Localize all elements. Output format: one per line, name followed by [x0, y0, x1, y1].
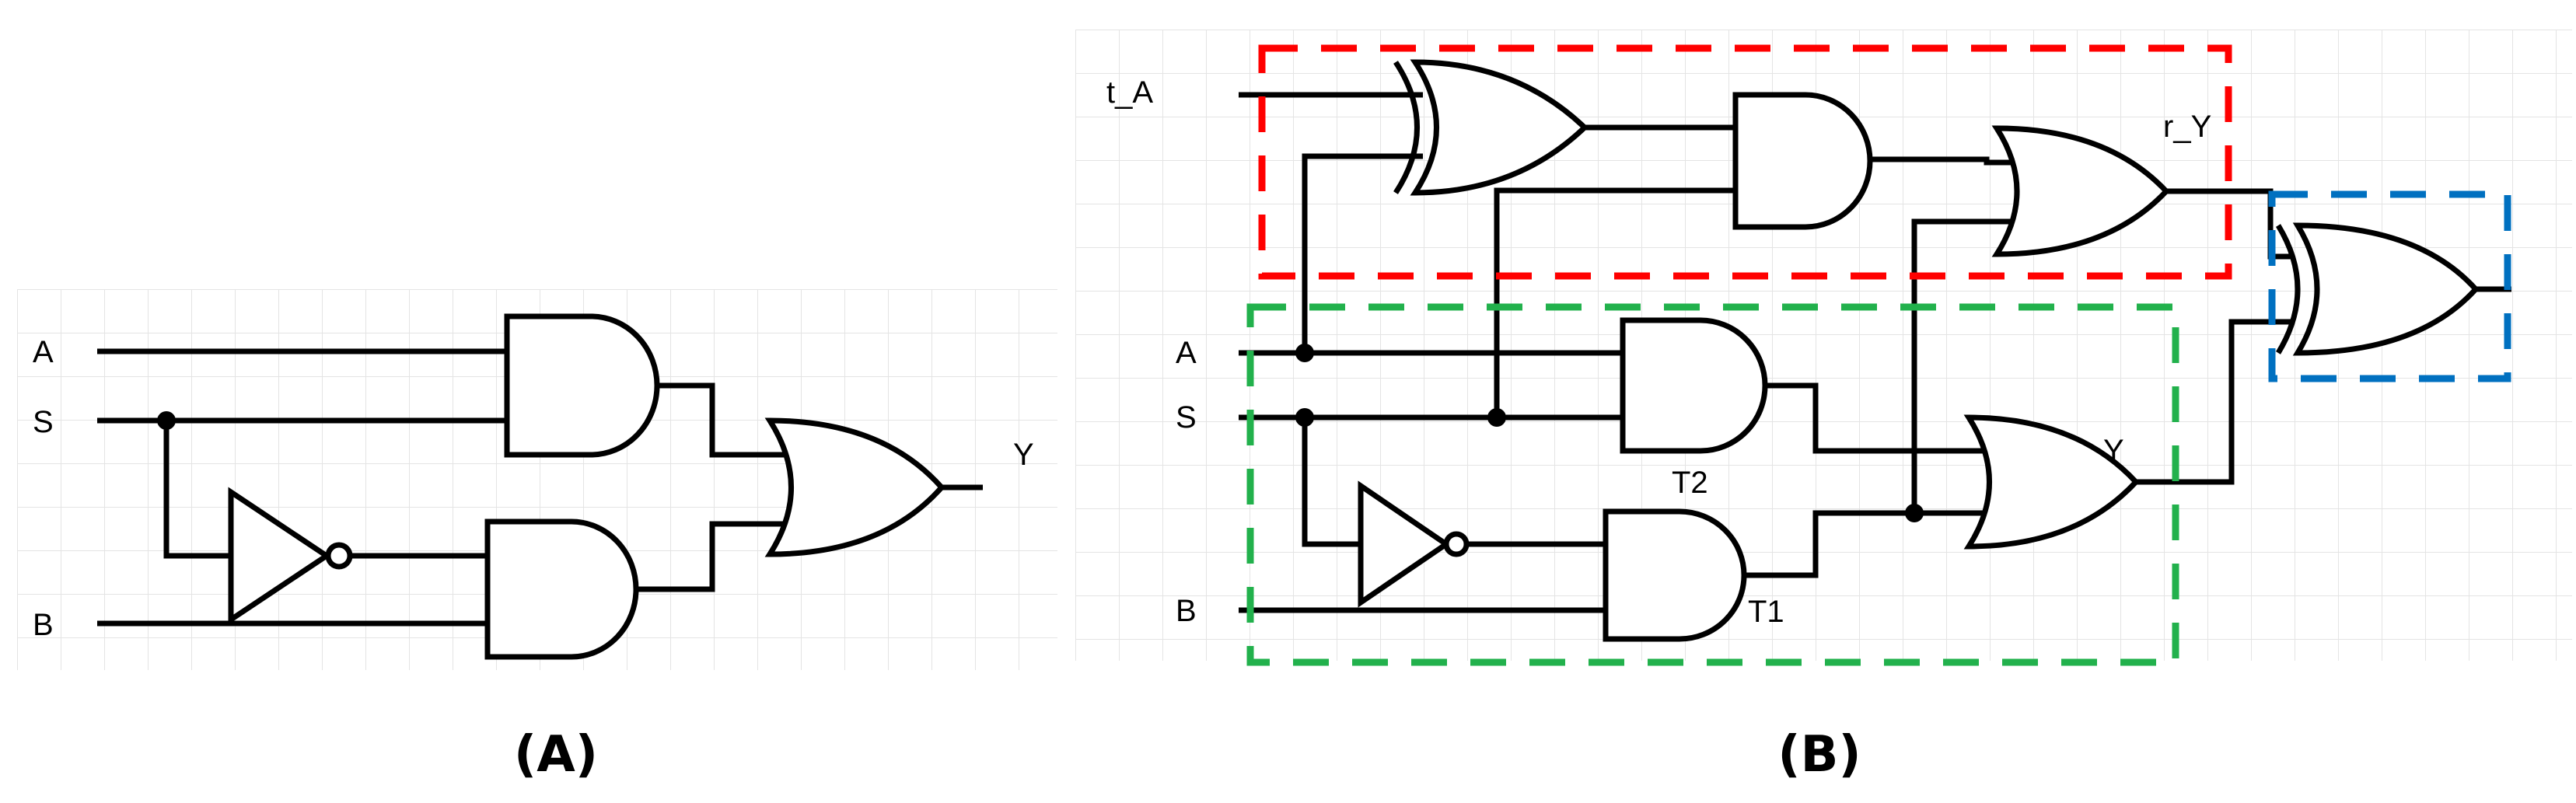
panel-b: t_A r_Y A S B Y T2 T1 (B) [1075, 30, 2572, 784]
and-gate-t1 [1603, 508, 1747, 642]
not-gate [228, 487, 332, 625]
label-t2: T2 [1672, 466, 1708, 500]
not-gate-b [1358, 480, 1452, 608]
xor-gate-final [2292, 222, 2480, 356]
caption-b: (B) [1777, 726, 1861, 784]
junction-dot-t1 [1905, 504, 1924, 522]
panel-a: A S B Y (A) [17, 289, 1057, 784]
label-b-s: S [1176, 400, 1197, 435]
not-gate-bubble [325, 542, 353, 570]
not-gate-b-bubble [1443, 531, 1470, 557]
or-gate-top-b [1991, 125, 2170, 257]
label-r-y: r_Y [2163, 110, 2211, 144]
and-gate-bottom [484, 518, 639, 660]
junction-dot-s1 [1295, 408, 1314, 427]
xor-gate-top [1410, 59, 1589, 196]
label-b-a: A [1176, 336, 1197, 370]
dashed-box-blue [2268, 190, 2511, 382]
junction-dot-s [157, 411, 176, 430]
or-gate [764, 417, 945, 557]
caption-a: (A) [514, 726, 598, 784]
label-y: Y [1013, 438, 1034, 472]
panel-b-wires [1239, 92, 2511, 613]
junction-dot-a [1295, 344, 1314, 362]
xor-gate-final-back [2276, 224, 2301, 354]
label-t-a: t_A [1106, 75, 1153, 110]
label-b-b: B [1176, 594, 1197, 628]
label-s: S [33, 405, 54, 439]
and-gate-top [504, 313, 660, 458]
dashed-box-green [1246, 303, 2179, 666]
xor-gate-top-back [1393, 61, 1420, 194]
label-a: A [33, 335, 54, 369]
label-t1: T1 [1748, 595, 1784, 629]
or-gate-bottom-b [1963, 414, 2140, 550]
label-b: B [33, 608, 54, 642]
and-gate-t2 [1620, 317, 1768, 454]
junction-dot-s2 [1487, 408, 1506, 427]
and-gate-top-b [1732, 92, 1873, 230]
dashed-box-red [1258, 44, 2232, 280]
label-b-y: Y [2103, 434, 2124, 468]
